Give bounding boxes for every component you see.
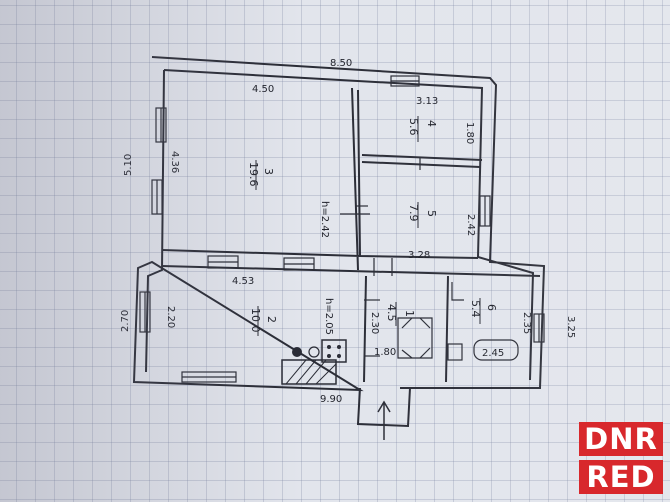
dim-bottom-width: 9.90 [320, 394, 342, 405]
room-2-area: 10.0 [249, 308, 262, 333]
room-1-number: 1 [403, 310, 416, 317]
room-3-width: 4.50 [252, 84, 274, 95]
room-6-depth: 2.35 [521, 312, 532, 334]
room-3-ceiling-height: h=2.42 [319, 201, 330, 238]
room-2-number: 2 [265, 316, 278, 323]
room-5-area: 7.9 [407, 204, 420, 222]
room-3-area: 19.6 [247, 162, 260, 187]
dim-left-height: 5.10 [123, 154, 134, 176]
outer-wall [132, 56, 546, 392]
room-6-width: 2.45 [482, 348, 504, 359]
room-1-width: 1.80 [374, 347, 396, 358]
room-4-width: 3.13 [416, 96, 438, 107]
room-4-depth: 1.80 [464, 122, 475, 144]
watermark-line-2: RED [579, 460, 663, 494]
dimension-ticks [340, 158, 421, 357]
dim-left-lower: 2.70 [120, 310, 131, 332]
window-icon [139, 75, 545, 383]
room-2-depth: 2.20 [165, 306, 176, 328]
room-1-depth: 2.30 [369, 312, 380, 334]
dim-right-lower: 3.25 [565, 316, 576, 338]
room-4-area: 5.6 [407, 118, 420, 136]
room-5-width: 3.28 [408, 250, 430, 261]
room-3-number: 3 [262, 168, 275, 175]
room-6-area: 5.4 [469, 300, 482, 318]
room-5-number: 5 [425, 210, 438, 217]
room-6-number: 6 [485, 304, 498, 311]
watermark-line-1: DNR [579, 422, 663, 456]
stove [281, 339, 347, 385]
interior-wall [161, 87, 541, 383]
room-2-ceiling-height: h=2.05 [323, 298, 334, 335]
bathtub [447, 339, 519, 361]
room-3-depth: 4.36 [169, 151, 180, 173]
room-4-number: 4 [425, 120, 438, 127]
watermark-logo: DNR RED [575, 420, 667, 498]
room-2-width: 4.53 [232, 276, 254, 287]
dim-top-width: 8.50 [330, 58, 352, 69]
hall-fixture [397, 282, 464, 359]
entrance-porch [356, 387, 411, 440]
room-5-depth: 2.42 [465, 214, 476, 236]
room-1-area: 4.5 [385, 304, 398, 322]
